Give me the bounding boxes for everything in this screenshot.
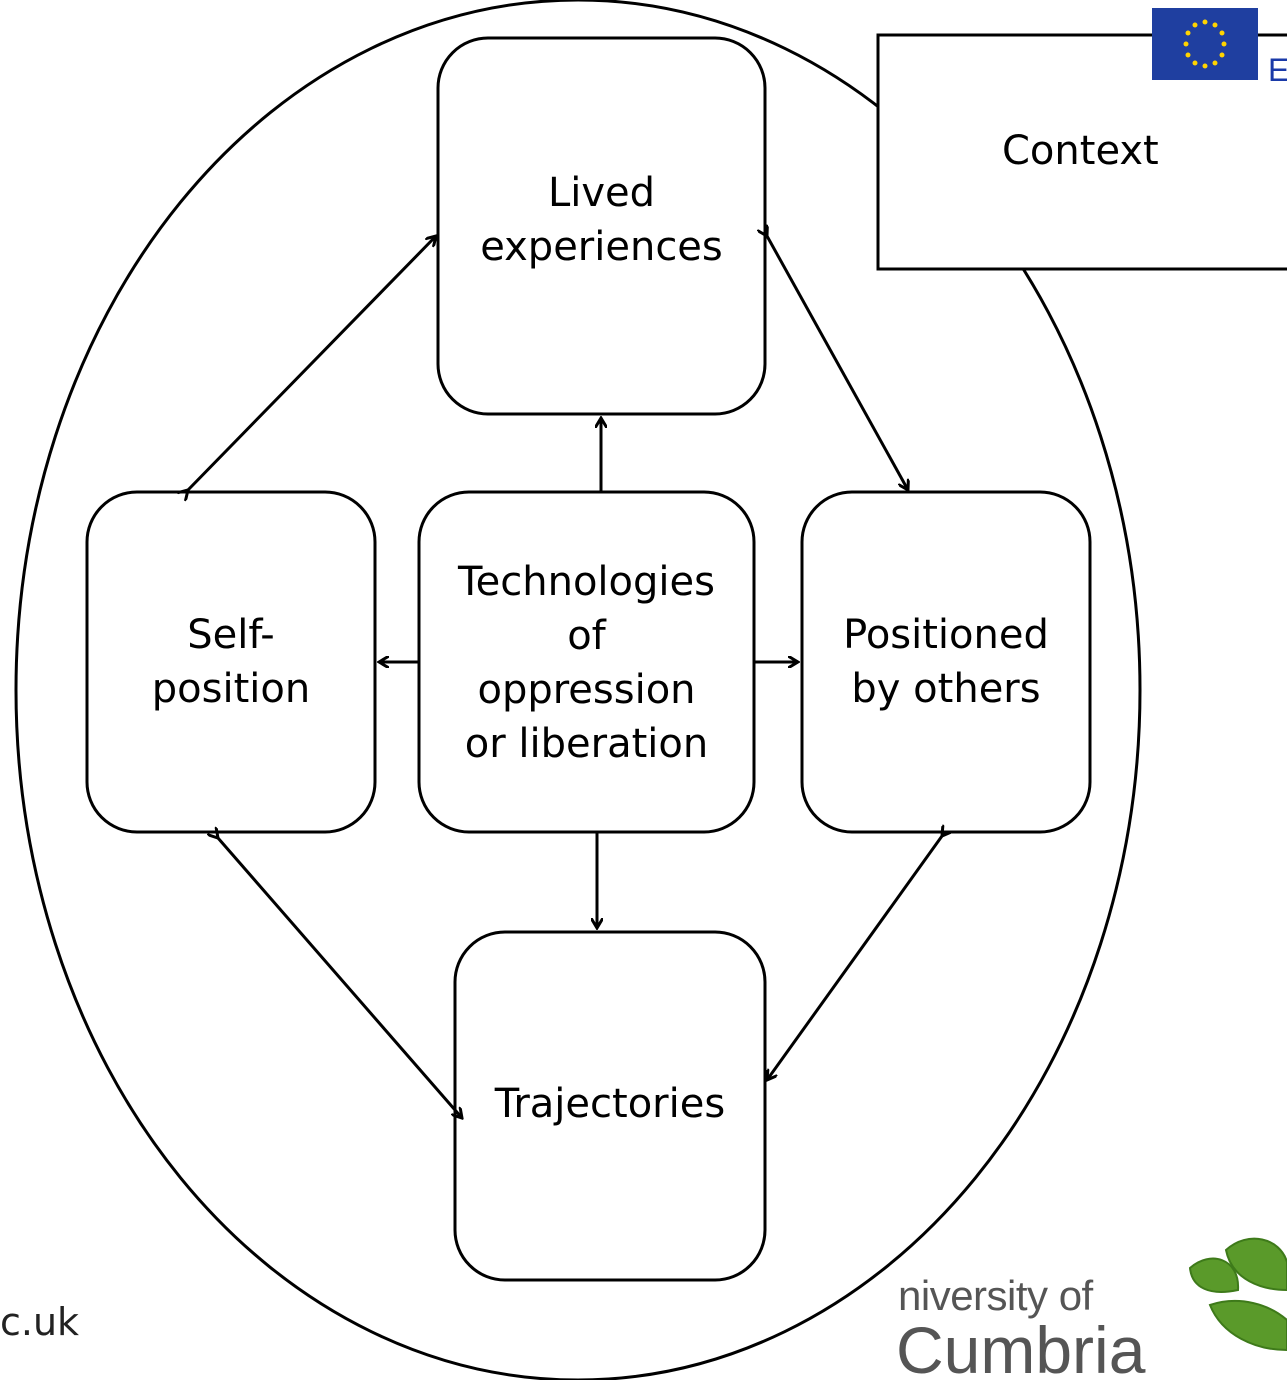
arrow-self-trajectories [218, 838, 462, 1118]
node-lived-label: Lived experiences [480, 170, 723, 270]
eu-flag-icon [1152, 8, 1258, 80]
arrow-self-lived [188, 236, 436, 490]
footer-url-fragment: c.uk [0, 1300, 80, 1344]
node-trajectories-label: Trajectories [494, 1081, 726, 1127]
university-leaf-icon [1188, 1237, 1287, 1352]
eu-label: E [1268, 52, 1287, 88]
arrow-lived-others [767, 236, 908, 490]
node-self-label: Self- position [151, 612, 311, 712]
node-technologies-label: Technologies of oppression or liberation [458, 559, 715, 767]
context-label: Context [1002, 128, 1159, 174]
arrow-others-trajectories [767, 836, 942, 1080]
university-name-line2: Cumbria [896, 1313, 1146, 1387]
node-others-label: Positioned by others [843, 612, 1049, 712]
university-name-line1: niversity of [898, 1272, 1093, 1319]
